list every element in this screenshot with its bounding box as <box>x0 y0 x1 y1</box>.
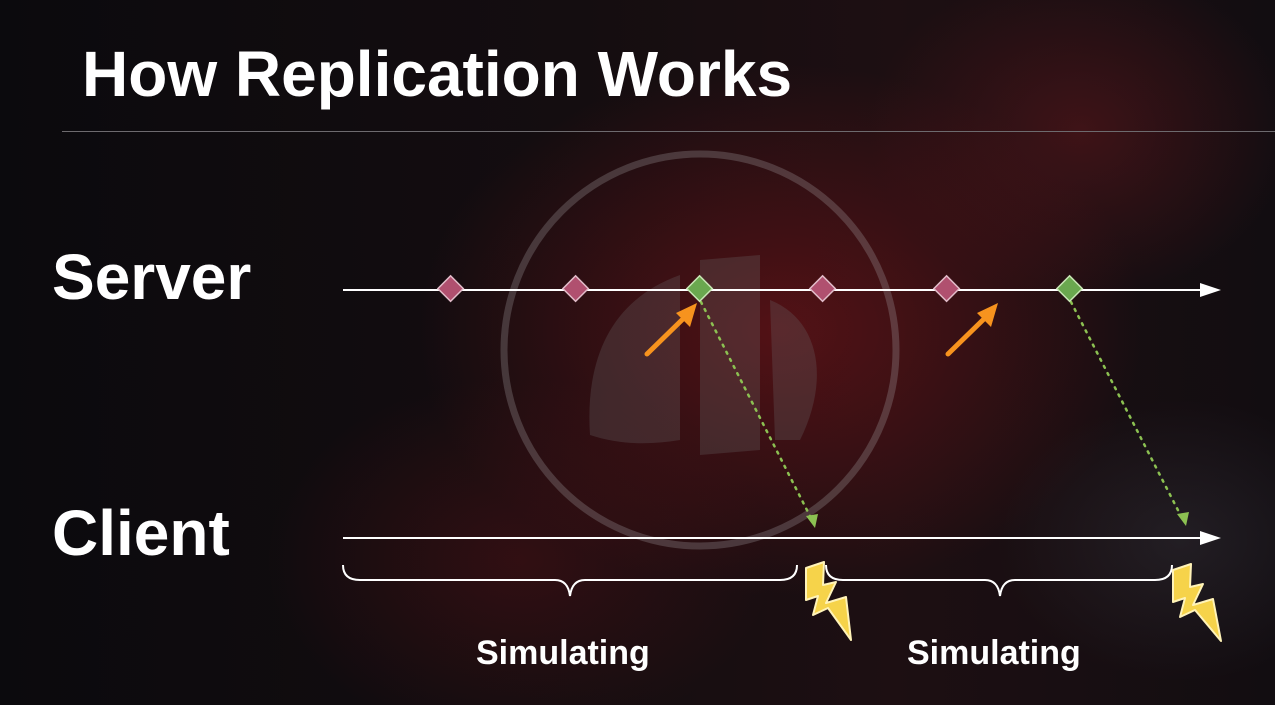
simulating-brace <box>825 564 1173 597</box>
server-timeline <box>343 283 1221 297</box>
server-tick-marker <box>808 274 837 303</box>
server-tick-marker <box>436 274 465 303</box>
server-replicated-marker <box>1055 274 1084 303</box>
replication-path <box>1069 300 1189 526</box>
lightning-bolt-icon <box>805 561 852 641</box>
simulating-brace <box>342 564 798 597</box>
arrow-icon <box>945 303 998 357</box>
client-timeline <box>343 531 1221 545</box>
client-label: Client <box>52 497 230 569</box>
server-replicated-marker <box>685 274 714 303</box>
server-label: Server <box>52 241 252 313</box>
simulating-label: Simulating <box>476 634 650 672</box>
server-tick-marker <box>932 274 961 303</box>
arrow-icon <box>644 303 697 357</box>
title-divider <box>62 131 1275 132</box>
slide-title: How Replication Works <box>82 38 793 110</box>
simulating-label: Simulating <box>907 634 1081 672</box>
unreal-logo-icon <box>500 150 900 550</box>
lightning-bolt-icon <box>1172 563 1222 642</box>
server-tick-marker <box>561 274 590 303</box>
replication-path <box>699 300 818 528</box>
